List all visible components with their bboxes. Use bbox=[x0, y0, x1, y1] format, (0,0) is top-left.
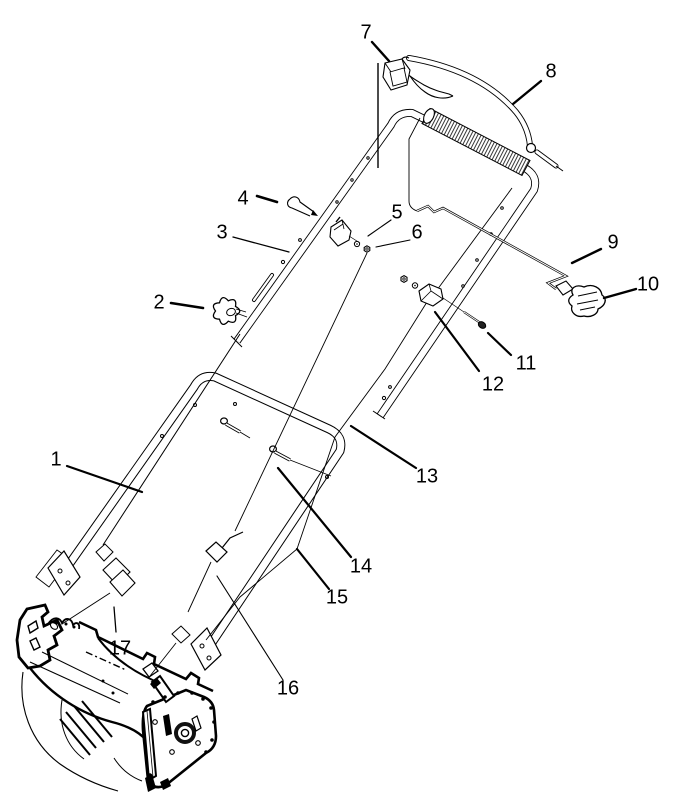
control-rod bbox=[408, 117, 574, 296]
part-label-1: 1 bbox=[50, 448, 62, 471]
part-label-12: 12 bbox=[481, 373, 505, 396]
part-label-8: 8 bbox=[545, 60, 557, 83]
handle-mount-bracket bbox=[382, 58, 411, 91]
part-label-4: 4 bbox=[237, 187, 249, 210]
part-label-7: 7 bbox=[360, 21, 372, 44]
cable-clamp-upper bbox=[329, 216, 371, 253]
part-label-9: 9 bbox=[607, 231, 619, 254]
leader-lines bbox=[65, 40, 638, 681]
part-label-11: 11 bbox=[515, 352, 537, 375]
handle-grip bbox=[421, 107, 531, 177]
engine-housing bbox=[15, 603, 218, 792]
recoil-knob bbox=[568, 284, 606, 318]
part-label-17: 17 bbox=[108, 637, 132, 660]
part-label-13: 13 bbox=[415, 465, 439, 488]
part-label-3: 3 bbox=[216, 221, 228, 244]
part-label-16: 16 bbox=[276, 677, 300, 700]
star-knob bbox=[212, 297, 248, 325]
cable-clamp-lower bbox=[400, 274, 487, 329]
part-label-10: 10 bbox=[636, 273, 660, 296]
part-label-14: 14 bbox=[349, 555, 373, 578]
part-label-15: 15 bbox=[325, 586, 349, 609]
carriage-bolts bbox=[220, 417, 332, 477]
bail-control-bar bbox=[400, 55, 564, 172]
cotter-pin bbox=[287, 196, 318, 217]
bolt-dots bbox=[101, 679, 216, 777]
part-label-5: 5 bbox=[391, 201, 403, 224]
cable-assemblies bbox=[49, 187, 513, 677]
part-label-2: 2 bbox=[153, 291, 165, 314]
part-label-6: 6 bbox=[411, 221, 423, 244]
lower-handle bbox=[35, 372, 346, 671]
